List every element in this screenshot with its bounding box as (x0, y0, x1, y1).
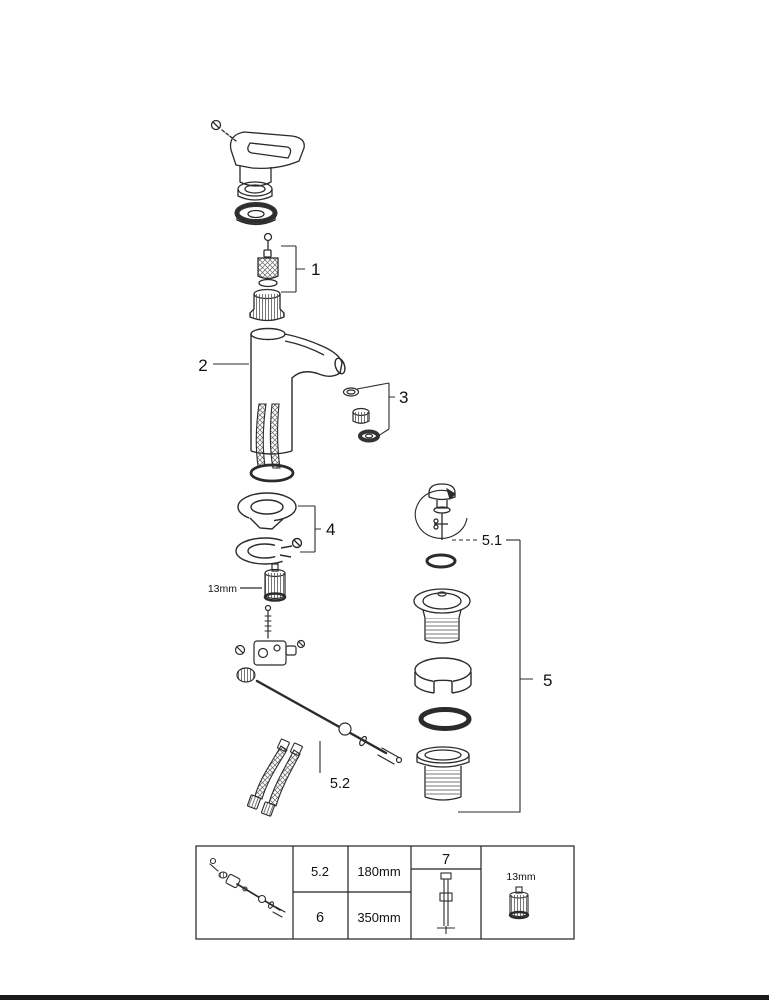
callout-5: 5 (458, 540, 552, 813)
wrench-socket-upper: 13mm (208, 563, 287, 602)
table-ref-2: 6 (316, 910, 324, 926)
table-rod-thumbnail (209, 857, 286, 918)
drain-flange (413, 588, 471, 644)
callout-5-1-label: 5.1 (482, 533, 502, 549)
callout-1: 1 (281, 245, 320, 293)
callout-5-label: 5 (543, 671, 552, 690)
callout-5-2-label: 5.2 (330, 776, 350, 792)
mounting-horseshoe (235, 537, 303, 565)
wrench-size-label: 13mm (208, 583, 237, 595)
popup-knob (428, 483, 456, 540)
handle-screw (210, 119, 237, 142)
drain-body (416, 746, 470, 801)
mounting-plate (237, 492, 297, 530)
dome-ring (234, 202, 278, 226)
rotate-arrow (414, 487, 468, 539)
supply-hoses-lower (246, 738, 303, 817)
o-ring-upper (249, 463, 295, 483)
table-length-2: 350mm (357, 910, 400, 925)
table-socket-size-label: 13mm (506, 871, 535, 883)
supply-hoses-upper (255, 403, 281, 469)
callout-2: 2 (198, 356, 249, 375)
o-ring-drain-upper (425, 553, 457, 569)
faucet-body (250, 327, 346, 455)
callout-3: 3 (356, 382, 408, 439)
retaining-nut (249, 288, 285, 322)
cartridge (257, 249, 279, 288)
callout-3-label: 3 (399, 388, 408, 407)
spec-table (195, 845, 575, 940)
callout-1-label: 1 (311, 260, 320, 279)
handle-lever (229, 131, 305, 187)
callout-5-2: 5.2 (319, 741, 350, 792)
callout-5-1: 5.1 (452, 533, 520, 549)
o-ring-drain-lower (418, 707, 472, 731)
valve-rod-assembly (234, 604, 403, 765)
callout-2-label: 2 (198, 356, 207, 375)
table-ref-1: 5.2 (311, 864, 329, 879)
bottom-bar (0, 995, 769, 1000)
table-tool-header: 7 (442, 852, 450, 868)
cartridge-screw (263, 232, 273, 250)
table-tool-7 (437, 872, 455, 934)
table-length-1: 180mm (357, 864, 400, 879)
callout-4-label: 4 (326, 520, 335, 539)
callout-4: 4 (298, 505, 335, 553)
table-socket-13mm (508, 886, 530, 920)
cap-ring (237, 181, 273, 201)
drain-clamp (414, 657, 472, 694)
aerator-parts (342, 387, 380, 443)
